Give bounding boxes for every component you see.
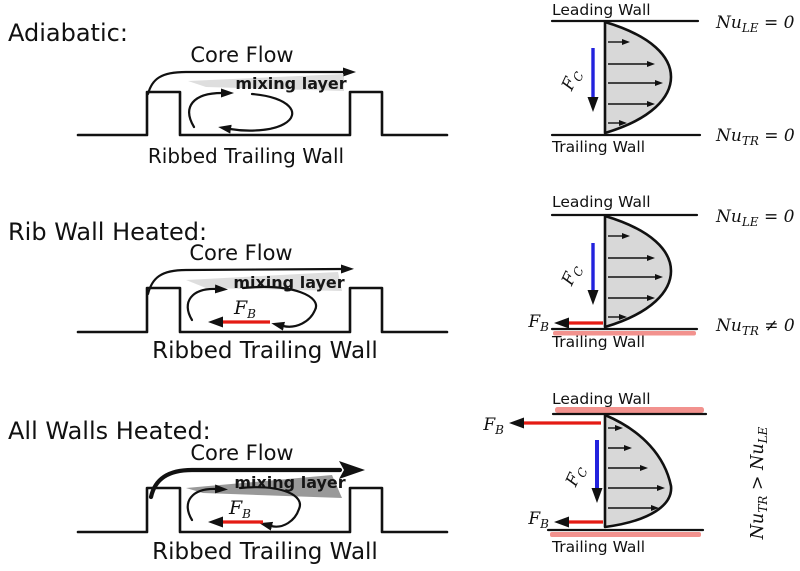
row-title: Rib Wall Heated: xyxy=(8,218,207,246)
heated-wall-strip xyxy=(553,331,696,336)
velocity-profile xyxy=(603,214,673,329)
core-flow-label: Core Flow xyxy=(190,43,293,67)
buoyancy-force-label: FB xyxy=(482,415,504,437)
velocity-profile-skewed xyxy=(603,413,673,529)
trailing-wall-label: Trailing Wall xyxy=(551,333,645,351)
buoyancy-force-label: FB xyxy=(527,312,549,334)
core-flow-arrow xyxy=(146,67,356,96)
coriolis-force-label: FC xyxy=(558,261,587,290)
row-all-walls-heated: All Walls Heated: Core Flow mixing layer… xyxy=(8,390,770,565)
ribbed-wall-caption: Ribbed Trailing Wall xyxy=(148,144,344,168)
heated-wall-strip xyxy=(555,407,704,413)
mixing-layer-label: mixing layer xyxy=(234,473,345,492)
coriolis-force-label: FC xyxy=(562,462,591,491)
ribbed-wall xyxy=(76,486,449,534)
core-flow-label: Core Flow xyxy=(190,441,293,465)
recirculation-arrow-lower xyxy=(218,92,294,134)
mixing-layer-label: mixing layer xyxy=(235,74,346,93)
recirculation-arrow-lower xyxy=(238,486,302,531)
row-rib-wall-heated: Rib Wall Heated: Core Flow mixing layer … xyxy=(8,193,795,364)
nu-trailing-label: NuTR = 0 xyxy=(715,126,795,148)
nu-leading-label: NuLE = 0 xyxy=(715,13,795,35)
mixing-layer-smear xyxy=(188,74,344,91)
row-title: All Walls Heated: xyxy=(8,417,211,445)
trailing-wall-label: Trailing Wall xyxy=(551,538,645,556)
nu-trailing-label: NuTR ≠ 0 xyxy=(715,316,795,338)
coriolis-force-label: FC xyxy=(558,66,587,95)
buoyancy-force-label: FB xyxy=(527,509,549,531)
heated-wall-strip xyxy=(550,532,701,537)
velocity-profile xyxy=(603,20,673,135)
leading-wall-label: Leading Wall xyxy=(552,1,651,19)
recirculation-arrow-upper xyxy=(188,88,234,129)
ribbed-wall-caption: Ribbed Trailing Wall xyxy=(152,338,378,364)
leading-wall-label: Leading Wall xyxy=(552,390,651,408)
recirculation-arrow-upper xyxy=(186,484,228,522)
core-flow-label: Core Flow xyxy=(189,241,292,265)
recirculation-arrow-upper xyxy=(186,284,228,322)
buoyancy-force-label: FB xyxy=(233,297,256,321)
recirculation-arrow-lower xyxy=(241,285,318,331)
trailing-wall-label: Trailing Wall xyxy=(551,138,645,156)
core-flow-arrow-bold xyxy=(148,461,365,500)
buoyancy-force-label: FB xyxy=(228,497,251,521)
row-title: Adiabatic: xyxy=(8,19,128,47)
ribbed-wall xyxy=(76,90,449,137)
row-adiabatic: Adiabatic: Core Flow mixing layer Ribbed… xyxy=(8,1,795,168)
leading-wall-label: Leading Wall xyxy=(552,193,651,211)
nu-relation-label: NuTR > NuLE xyxy=(748,426,770,540)
core-flow-arrow xyxy=(146,264,354,296)
ribbed-wall xyxy=(76,286,449,334)
ribbed-wall-caption: Ribbed Trailing Wall xyxy=(152,539,378,565)
nu-leading-label: NuLE = 0 xyxy=(715,207,795,229)
